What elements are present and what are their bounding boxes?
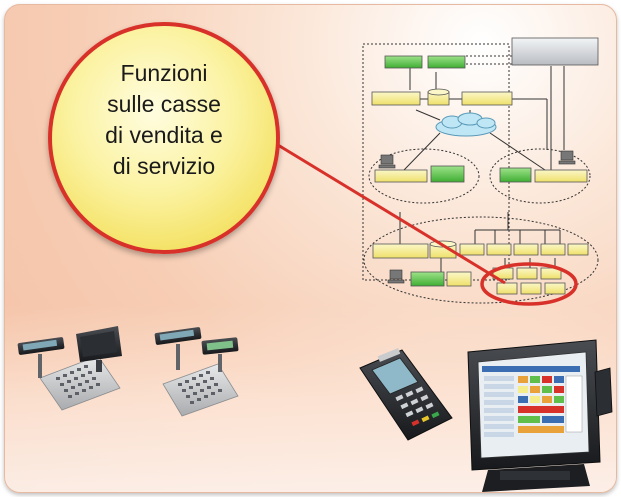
network-diagram <box>362 43 599 304</box>
callout-title: Funzioni sulle casse di vendita e di ser… <box>58 58 270 182</box>
group-ellipse-left <box>368 148 480 204</box>
node <box>459 243 485 256</box>
diagram-nodes <box>371 37 599 295</box>
terminal-icons <box>378 150 576 284</box>
node <box>540 243 566 256</box>
diagram-outline <box>362 43 510 281</box>
node <box>520 282 542 295</box>
node <box>516 267 538 280</box>
node <box>461 91 513 106</box>
node <box>513 243 539 256</box>
node <box>446 271 472 287</box>
node <box>544 282 566 295</box>
pos-keyboard-left <box>17 326 122 411</box>
callout-connector <box>272 140 506 285</box>
node <box>372 243 429 259</box>
callout-circle <box>48 22 280 254</box>
callout-line-2: sulle casse <box>107 91 221 117</box>
network-cloud-icon <box>435 112 497 137</box>
payment-terminal <box>359 348 453 441</box>
callout-line-1: Funzioni <box>120 60 208 86</box>
highlight-ellipse <box>480 262 578 306</box>
callout-line-4: di servizio <box>112 153 216 179</box>
node <box>384 55 423 69</box>
callout-line-3: di vendita e <box>105 122 223 148</box>
card-reader <box>594 367 613 417</box>
node <box>430 165 465 183</box>
node <box>371 91 421 106</box>
group-ellipse-bottom <box>363 216 599 304</box>
node <box>567 243 589 256</box>
node <box>499 167 532 183</box>
node <box>374 169 428 183</box>
node <box>427 55 466 69</box>
node <box>534 169 588 183</box>
node-server <box>511 37 599 66</box>
node <box>486 243 512 256</box>
group-ellipse-right <box>489 148 591 204</box>
highlight <box>272 140 578 306</box>
pos-keyboard-right <box>154 327 239 417</box>
touchscreen-pos <box>467 339 613 492</box>
node <box>496 282 518 295</box>
node <box>410 271 445 287</box>
